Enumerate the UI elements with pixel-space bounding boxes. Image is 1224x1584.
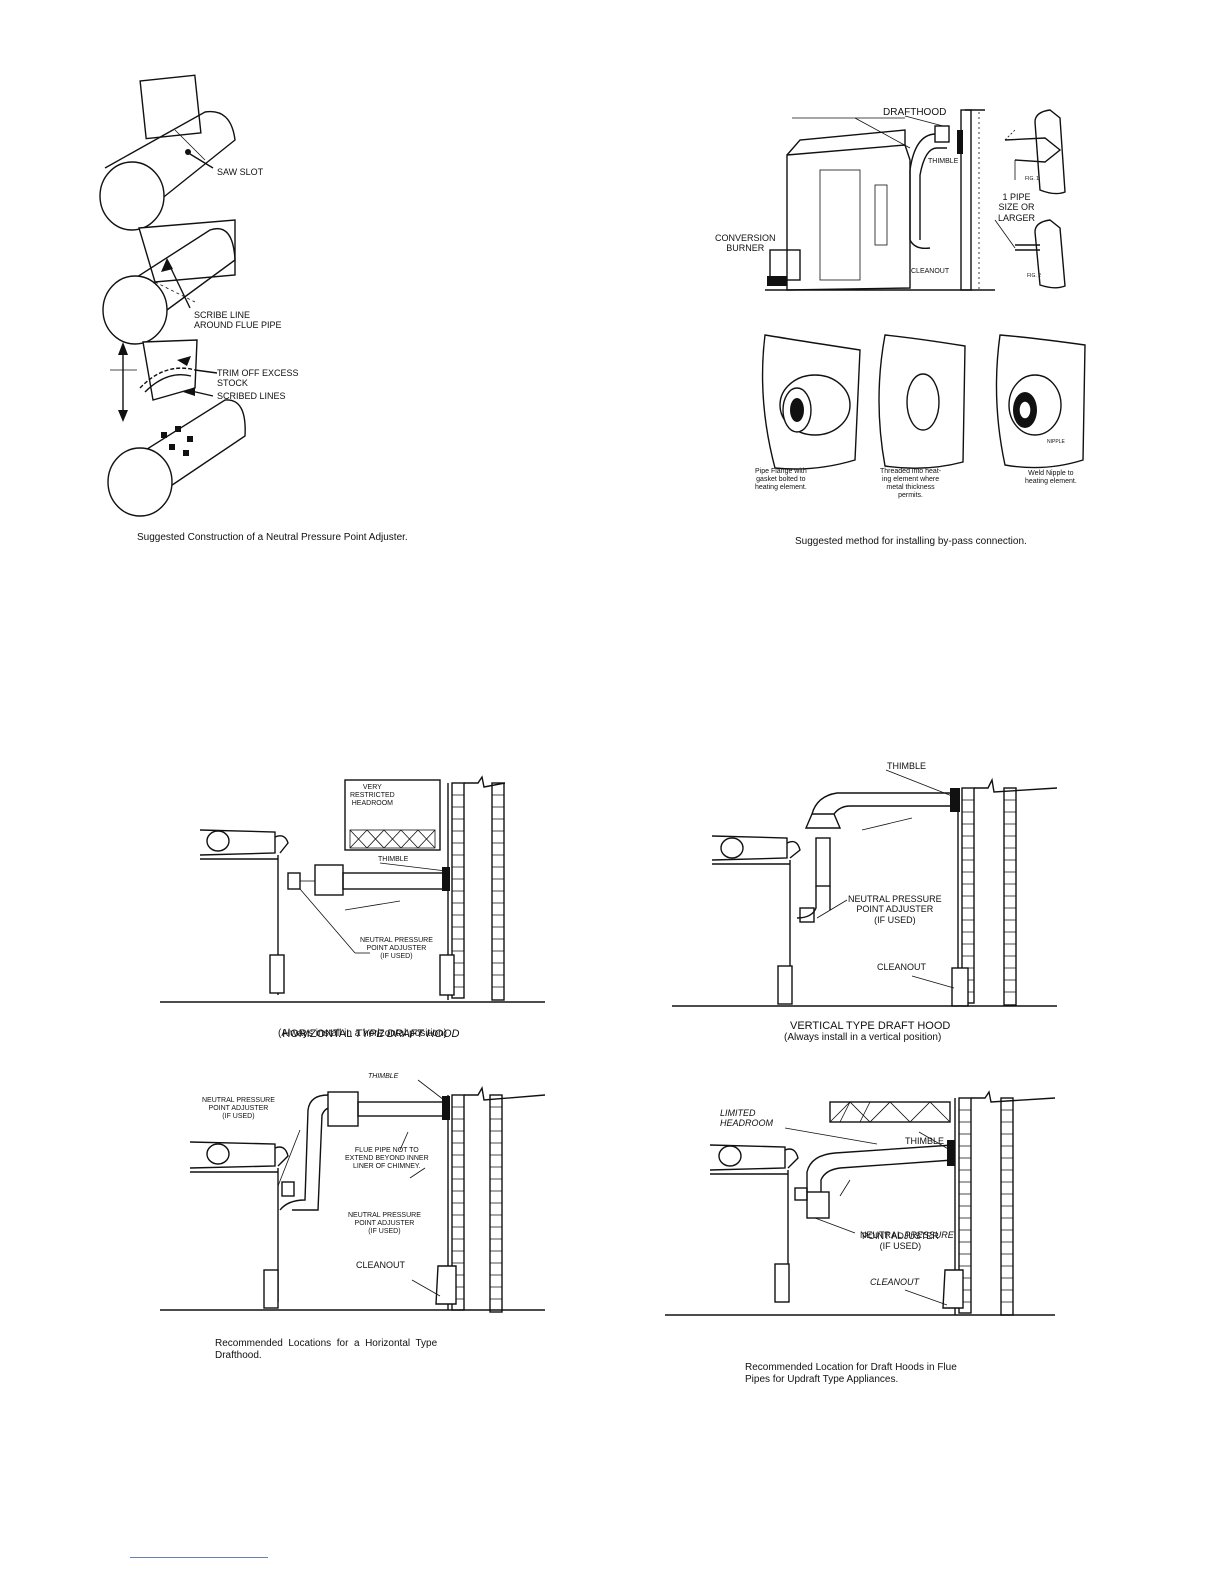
title-horizontal-part2: TYPE DRAFT HOOD [354, 1028, 460, 1041]
chimney [435, 1085, 546, 1313]
label-npa-horizontal: NEUTRAL PRESSURE POINT ADJUSTER (IF USED… [360, 937, 433, 961]
caption-npa-construction: Suggested Construction of a Neutral Pres… [137, 532, 408, 543]
label-thimble-updraft: THIMBLE [905, 1136, 945, 1146]
appliance-and-flue [711, 769, 960, 1005]
trimmed-plate [110, 339, 218, 422]
label-trim-excess: TRIM OFF EXCESS STOCK [217, 368, 299, 389]
label-scribe-line: SCRIBE LINE AROUND FLUE PIPE [194, 310, 282, 331]
label-saw-slot: SAW SLOT [217, 167, 264, 177]
label-drafthood: DRAFTHOOD [883, 107, 947, 118]
fitting-weld-nipple [995, 334, 1086, 469]
label-limited-headroom: LIMITED HEADROOM [720, 1108, 774, 1129]
label-very-restricted: VERY RESTRICTED HEADROOM [350, 784, 395, 808]
figure-vertical-draft-hood: THIMBLE NEUTRAL PRESSURE POINT ADJUSTER … [672, 758, 1062, 1048]
label-weld-nipple: Weld Nipple to heating element. [1025, 470, 1077, 486]
label-scribed-lines: SCRIBED LINES [217, 391, 286, 401]
label-pipe-size: 1 PIPE SIZE OR LARGER [998, 192, 1036, 223]
label-npa-top: NEUTRAL PRESSURE POINT ADJUSTER (IF USED… [202, 1097, 275, 1121]
chimney-wall [957, 109, 985, 291]
label-npa-updraft: NEUTRAL PRESSURE [850, 1220, 954, 1251]
figure-updraft-locations: LIMITED HEADROOM THIMBLE NEUTRAL PRESSUR… [665, 1090, 1065, 1390]
chimney [942, 1090, 1056, 1316]
appliance-and-flue [199, 829, 450, 995]
label-npa-updraft-rest: POINT ADJUSTER (IF USED) [862, 1231, 939, 1252]
fitting-threaded [878, 334, 966, 469]
updraft-drawing [665, 1090, 1056, 1316]
appliance-and-flue [189, 1079, 450, 1309]
bypass-fig-details [994, 109, 1066, 289]
horizontal-locations-drawing [160, 1079, 546, 1313]
npa-construction-drawing [99, 74, 246, 517]
label-threaded: Threaded into heat- ing element where me… [880, 468, 942, 500]
label-cleanout-vertical: CLEANOUT [877, 962, 927, 972]
title-horizontal-hood: HORIZONTAL TYPE DRAFT HOOD [270, 1016, 459, 1052]
restricted-headroom-joists [344, 779, 441, 851]
label-npa-middle: NEUTRAL PRESSURE POINT ADJUSTER (IF USED… [348, 1212, 421, 1236]
flue-and-drafthood [904, 115, 950, 250]
chimney [951, 777, 1058, 1007]
figure-horizontal-draft-hood: VERY RESTRICTED HEADROOM THIMBLE NEUTRAL… [160, 775, 550, 1045]
label-npa-updraft-1: NEUTRAL [860, 1230, 905, 1241]
pipe-with-scribe-line [102, 219, 236, 345]
figure-npa-construction: SAW SLOT SCRIBE LINE AROUND FLUE PIPE TR… [95, 70, 475, 550]
label-npa-vertical: NEUTRAL PRESSURE POINT ADJUSTER (IF USED… [848, 894, 942, 925]
title-vertical-hood: VERTICAL TYPE DRAFT HOOD [790, 1020, 951, 1032]
label-npa-updraft-2: PRESSURE [904, 1230, 954, 1241]
footer-rule [130, 1557, 268, 1558]
label-pipe-flange: Pipe Flange with gasket bolted to heatin… [755, 468, 807, 492]
label-cleanout-locations: CLEANOUT [356, 1260, 406, 1270]
appliance-and-flue [709, 1127, 955, 1306]
chimney [439, 775, 506, 1001]
label-cleanout-bypass: CLEANOUT [911, 268, 950, 275]
caption-horizontal-locations: Recommended Locations for a Horizontal T… [215, 1338, 438, 1361]
label-cleanout-updraft: CLEANOUT [870, 1277, 920, 1287]
title-horizontal-part1: HORIZONTAL [282, 1028, 355, 1041]
subtitle-horizontal-hood: (Always install in a horizontal position… [278, 1028, 447, 1039]
label-thimble-bypass: THIMBLE [928, 158, 959, 165]
label-fig-1: FIG. 1 [1025, 176, 1039, 182]
pipe-with-saw-slot [99, 74, 236, 231]
subtitle-vertical-hood: (Always install in a vertical position) [784, 1032, 942, 1043]
label-thimble-locations: THIMBLE [368, 1073, 399, 1080]
fitting-pipe-flange [761, 334, 861, 470]
vertical-hood-drawing [672, 769, 1058, 1007]
horizontal-hood-drawing [160, 775, 545, 1003]
truss-ceiling [829, 1101, 951, 1123]
label-thimble-vertical: THIMBLE [887, 761, 927, 771]
label-conversion-burner: CONVERSION BURNER [715, 233, 776, 254]
figure-horizontal-locations: NEUTRAL PRESSURE POINT ADJUSTER (IF USED… [160, 1070, 550, 1390]
figure-bypass-connection: DRAFTHOOD THIMBLE CONVERSION BURNER CLEA… [715, 100, 1115, 560]
label-fig-2: FIG. 2 [1027, 273, 1041, 279]
pipe-with-tabs [107, 399, 246, 517]
label-nipple: NIPPLE [1047, 439, 1065, 445]
bypass-drawing [761, 109, 1086, 470]
label-thimble-horizontal: THIMBLE [378, 856, 409, 863]
caption-updraft: Recommended Location for Draft Hoods in … [745, 1362, 957, 1385]
label-flue-pipe-note: FLUE PIPE NOT TO EXTEND BEYOND INNER LIN… [345, 1147, 429, 1171]
caption-bypass: Suggested method for installing by-pass … [795, 536, 1027, 547]
